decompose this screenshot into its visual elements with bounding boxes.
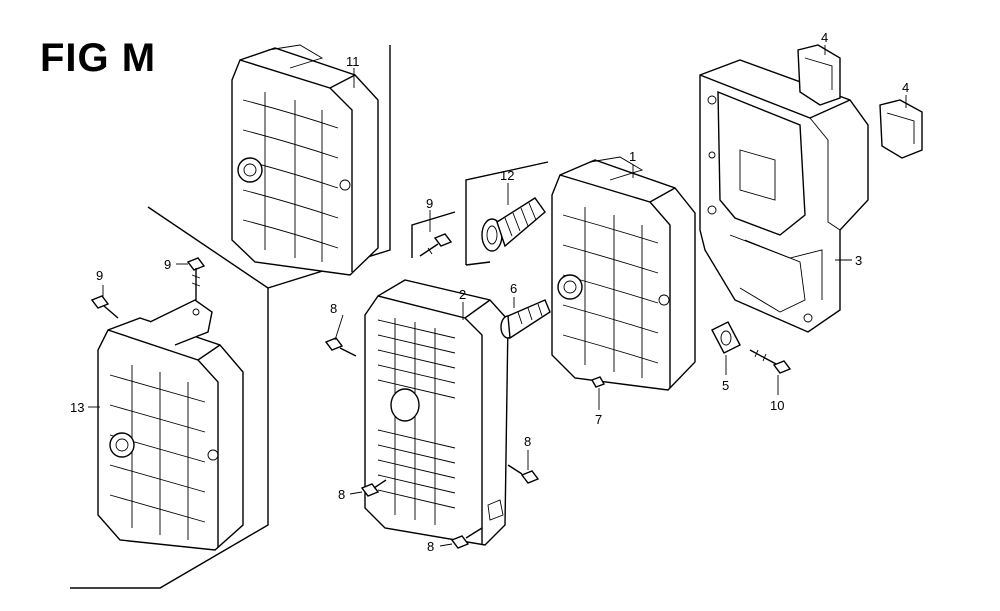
callout-12: 12 [500,168,514,183]
part-11-muffler [231,44,379,276]
part-13-muffler [97,299,244,551]
callout-10: 10 [770,398,784,413]
callout-4b: 4 [902,80,909,95]
part-8-bolt-b [360,479,387,497]
part-12-spark-arrester [481,197,546,252]
part-9-bolt-upper-left [186,257,206,300]
callout-9c: 9 [164,257,171,272]
callout-7: 7 [595,412,602,427]
callout-9a: 9 [426,196,433,211]
part-4-clip-upper [797,44,841,106]
callout-1: 1 [629,149,636,164]
callout-5: 5 [722,378,729,393]
callout-6: 6 [510,281,517,296]
part-2-protector-cover [364,279,509,546]
callout-labels: 1 2 3 4 4 5 6 7 8 8 8 8 9 9 9 10 11 12 1… [70,30,909,554]
callout-leaders [88,45,907,547]
part-6-pipe [500,299,551,340]
callout-8b: 8 [338,487,345,502]
part-8-bolt-c [507,464,540,484]
callout-13: 13 [70,400,84,415]
part-1-muffler [551,156,696,391]
figure-title: FIG M [40,36,157,80]
callout-8a: 8 [330,301,337,316]
section-divider-lines [70,45,549,589]
part-8-bolt-d [450,527,483,549]
part-4-clip-lower [879,99,923,159]
callout-2: 2 [459,287,466,302]
part-8-bolt-a [324,337,357,357]
part-10-bolt [749,349,792,374]
callout-4a: 4 [821,30,828,45]
callout-8d: 8 [427,539,434,554]
part-7-bolt [590,376,606,388]
callout-3: 3 [855,253,862,268]
callout-9b: 9 [96,268,103,283]
callout-8c: 8 [524,434,531,449]
part-9-bolt-lower-left [90,295,119,319]
callout-11: 11 [346,54,360,69]
part-5-gasket [711,321,741,354]
part-3-frame [699,59,869,333]
part-9-bolt-center [419,233,453,257]
